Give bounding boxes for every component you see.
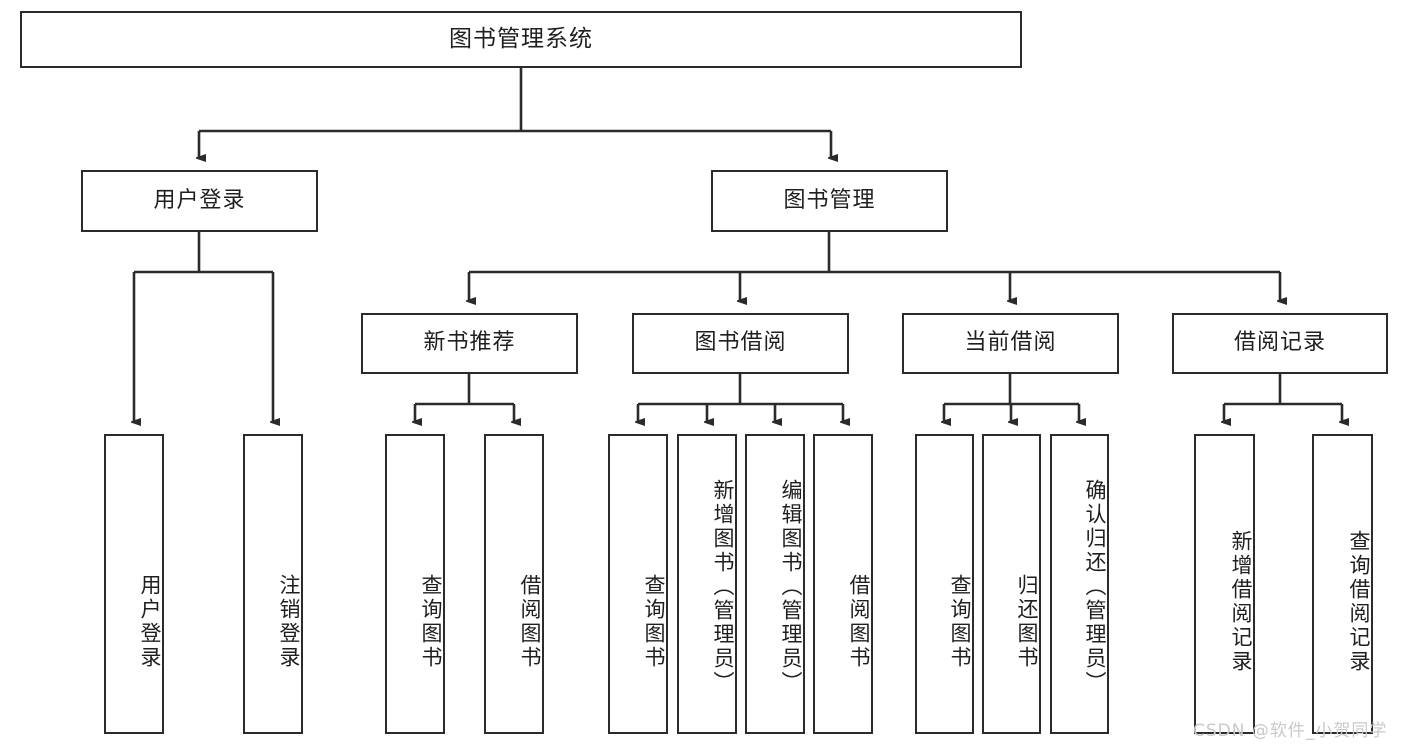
node-label: 确认归还（管理员）	[1083, 479, 1107, 695]
leaf-logout-login[interactable]: 注销登录	[243, 434, 303, 734]
node-book-borrow[interactable]: 图书借阅	[632, 313, 849, 374]
node-label: 查询图书	[948, 574, 972, 670]
leaf-borrow-book-borrow[interactable]: 借阅图书	[813, 434, 873, 734]
node-label: 新增图书（管理员）	[711, 479, 735, 695]
node-borrow-record[interactable]: 借阅记录	[1172, 313, 1388, 374]
leaf-add-book-admin[interactable]: 新增图书（管理员）	[677, 434, 737, 734]
leaf-return-book[interactable]: 归还图书	[982, 434, 1041, 734]
node-label: 借阅图书	[518, 574, 542, 670]
node-label: 新书推荐	[423, 330, 516, 356]
node-label: 图书管理系统	[449, 25, 593, 52]
leaf-confirm-return-admin[interactable]: 确认归还（管理员）	[1050, 434, 1109, 734]
node-label: 归还图书	[1015, 574, 1039, 670]
node-label: 借阅记录	[1233, 330, 1326, 356]
watermark: CSDN @软件_小贺同学	[1193, 721, 1388, 741]
leaf-query-book-current[interactable]: 查询图书	[915, 434, 974, 734]
leaf-add-borrow-record[interactable]: 新增借阅记录	[1194, 434, 1255, 734]
node-label: 编辑图书（管理员）	[779, 479, 803, 695]
node-current-borrow[interactable]: 当前借阅	[902, 313, 1119, 374]
node-label: 查询借阅记录	[1347, 530, 1371, 674]
node-new-book-recommend[interactable]: 新书推荐	[361, 313, 578, 374]
node-label: 注销登录	[277, 574, 301, 670]
node-label: 查询图书	[642, 574, 666, 670]
node-user-login[interactable]: 用户登录	[81, 170, 318, 232]
leaf-query-book-borrow[interactable]: 查询图书	[608, 434, 668, 734]
node-label: 用户登录	[138, 574, 162, 670]
leaf-query-book-recommend[interactable]: 查询图书	[385, 434, 445, 734]
leaf-user-login[interactable]: 用户登录	[104, 434, 164, 734]
node-label: 借阅图书	[847, 574, 871, 670]
node-root-system[interactable]: 图书管理系统	[20, 11, 1022, 68]
node-label: 图书管理	[783, 187, 876, 213]
leaf-query-borrow-record[interactable]: 查询借阅记录	[1312, 434, 1373, 734]
node-label: 查询图书	[419, 574, 443, 670]
leaf-borrow-book-recommend[interactable]: 借阅图书	[484, 434, 544, 734]
node-label: 当前借阅	[964, 330, 1057, 356]
node-label: 用户登录	[153, 187, 246, 213]
node-book-management[interactable]: 图书管理	[711, 170, 948, 232]
node-label: 图书借阅	[694, 330, 787, 356]
node-label: 新增借阅记录	[1229, 530, 1253, 674]
leaf-edit-book-admin[interactable]: 编辑图书（管理员）	[745, 434, 805, 734]
